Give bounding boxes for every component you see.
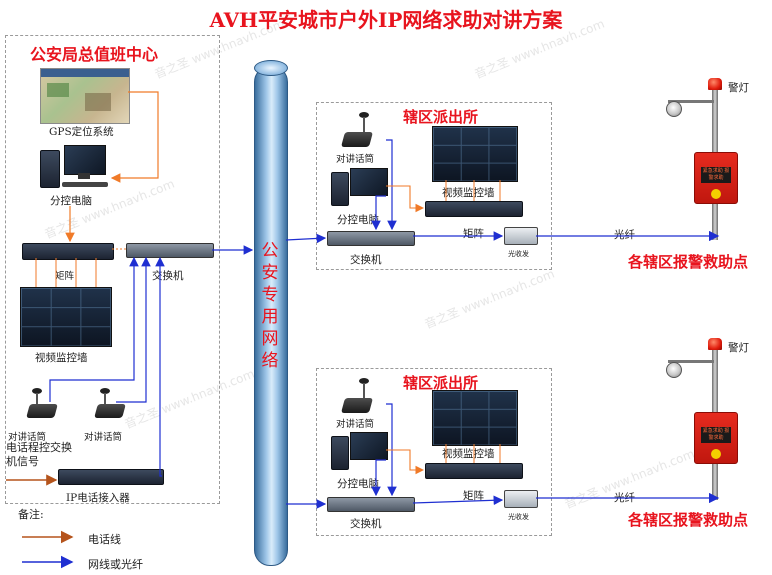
pc-tower (331, 436, 349, 470)
cctv-camera-icon (666, 101, 682, 117)
converter-label: 光收发 (508, 250, 529, 258)
keyboard (62, 182, 108, 187)
intercom-microphone (340, 378, 374, 414)
hq-title: 公安局总值班中心 (30, 45, 159, 64)
station-title: 辖区派出所 (403, 108, 479, 126)
station-switch-label: 交换机 (350, 254, 382, 266)
window-titlebar (41, 69, 129, 77)
diagram-title: AVH平安城市户外IP网络求助对讲方案 (209, 8, 563, 32)
station-video-wall (432, 390, 518, 446)
station-wall-label: 视频监控墙 (442, 448, 495, 460)
converter-label: 光收发 (508, 513, 529, 521)
callbox-text: 紧急求助 报警求助 (702, 168, 730, 181)
station-matrix-label: 矩阵 (463, 228, 484, 240)
police-network-pipe (254, 66, 288, 566)
gps-to-pc-line (110, 91, 159, 183)
callbox-text: 紧急求助 报警求助 (702, 428, 730, 441)
station-wall-label: 视频监控墙 (442, 187, 495, 199)
pc-monitor (350, 432, 388, 460)
map-region (85, 93, 111, 111)
station-matrix (425, 463, 523, 479)
intercom-label: 对讲话筒 (8, 432, 47, 443)
pc-tower (331, 172, 349, 206)
intercom-label: 对讲话筒 (84, 432, 123, 443)
legend-title: 备注: (18, 508, 44, 521)
gps-screen (40, 68, 130, 124)
hq-video-wall (20, 287, 112, 347)
callpoint-label: 各辖区报警救助点 (628, 511, 749, 529)
warning-light-icon (708, 338, 722, 350)
map-region (47, 83, 69, 97)
hq-pc-label: 分控电脑 (50, 195, 92, 207)
ip-phone-gateway (58, 469, 164, 485)
station-matrix (425, 201, 523, 217)
station-matrix-label: 矩阵 (463, 490, 484, 502)
network-label: 公安专用网络 (261, 241, 279, 371)
hq-box (5, 35, 220, 504)
station-box (316, 368, 552, 536)
station-switch-label: 交换机 (350, 518, 382, 530)
station-switch (327, 497, 415, 512)
hq-wall-label: 视频监控墙 (35, 352, 88, 364)
station-pc-label: 分控电脑 (337, 478, 379, 490)
camera-arm (668, 100, 714, 103)
cctv-camera-icon (666, 362, 682, 378)
station-pc-label: 分控电脑 (337, 214, 379, 226)
call-button-icon (711, 189, 721, 199)
phone-signal-label: 电话程控交换机信号 (6, 441, 72, 468)
warning-light-label: 警灯 (728, 342, 749, 354)
emergency-call-box: 紧急求助 报警求助 (694, 412, 738, 464)
station-switch (327, 231, 415, 246)
pipe-top-cap (254, 60, 288, 76)
legend-network-line-label: 网线或光纤 (88, 558, 143, 571)
callpoint-label: 各辖区报警救助点 (628, 253, 749, 271)
legend-phone-line-label: 电话线 (88, 533, 121, 546)
station-intercom-label: 对讲话筒 (336, 154, 375, 165)
station-video-wall (432, 126, 518, 182)
hq-matrix (22, 243, 114, 260)
emergency-call-box: 紧急求助 报警求助 (694, 152, 738, 204)
intercom-microphone (26, 388, 58, 418)
pc-tower (40, 150, 60, 188)
fiber-label: 光纤 (614, 229, 635, 241)
intercom-microphone (94, 388, 126, 418)
station-intercom-label: 对讲话筒 (336, 419, 375, 430)
station-title: 辖区派出所 (403, 374, 479, 392)
call-button-icon (711, 449, 721, 459)
pc-monitor (350, 168, 388, 196)
fiber-converter (504, 490, 538, 508)
intercom-microphone (340, 112, 374, 148)
ip-gateway-label: IP电话接入器 (66, 492, 130, 504)
station-box (316, 102, 552, 270)
gps-label: GPS定位系统 (49, 126, 114, 138)
camera-arm (668, 360, 714, 363)
monitor-stand (78, 173, 90, 179)
hq-matrix-label: 矩阵 (55, 271, 75, 282)
warning-light-label: 警灯 (728, 82, 749, 94)
warning-light-icon (708, 78, 722, 90)
